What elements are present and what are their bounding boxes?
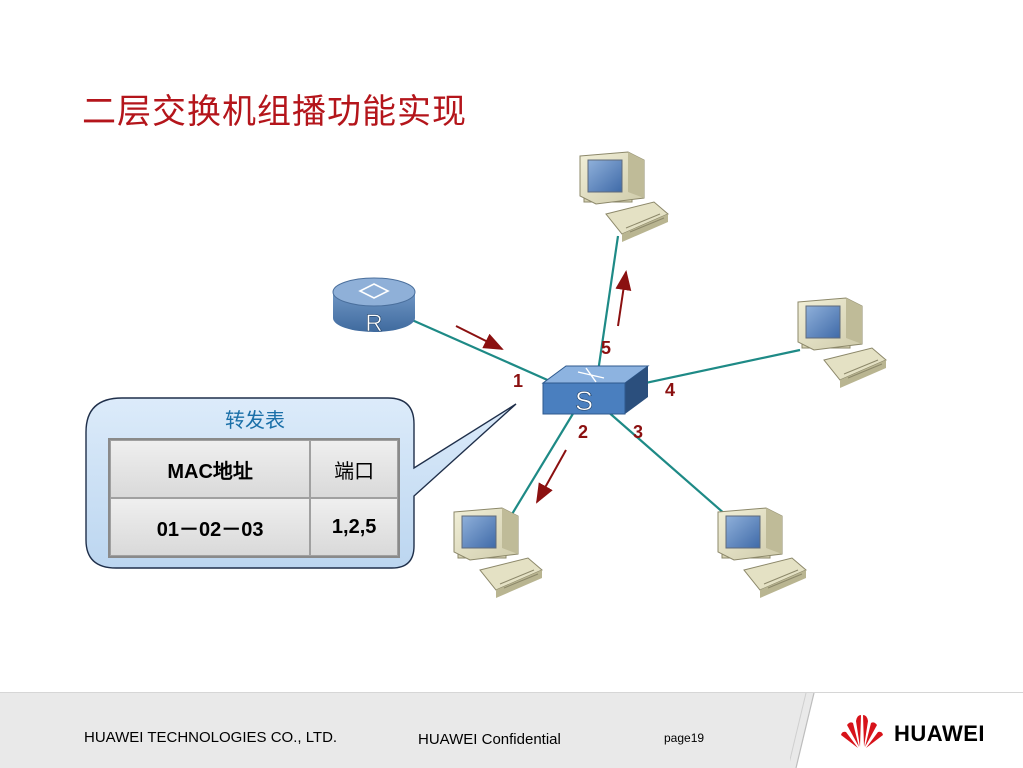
network-diagram: R S 1 2 3 4 5	[85, 151, 887, 599]
computer-icon	[579, 151, 669, 243]
confidential-label: HUAWEI Confidential	[418, 731, 561, 748]
header-port: 端口	[310, 440, 398, 498]
port-label-5: 5	[601, 338, 611, 358]
port-label-2: 2	[578, 422, 588, 442]
arrow-switch-to-pc-top	[615, 270, 632, 327]
huawei-logo-icon	[841, 715, 883, 748]
switch: S	[541, 365, 650, 416]
page-number: page19	[664, 731, 705, 745]
computer-icon	[797, 297, 887, 389]
router: R	[332, 277, 416, 337]
network-links	[411, 235, 801, 525]
link-switch-pc-bottom-right	[605, 409, 735, 523]
cell-mac-address: 01－02－03	[110, 498, 311, 556]
header-mac-address: MAC地址	[110, 440, 311, 498]
router-icon	[332, 277, 416, 332]
footer: HUAWEI TECHNOLOGIES CO., LTD. HUAWEI Con…	[0, 692, 1023, 768]
port-label-4: 4	[665, 380, 675, 400]
brand-name: HUAWEI	[894, 721, 985, 746]
forwarding-table: MAC地址 端口 01－02－03 1,2,5	[108, 438, 400, 558]
link-switch-pc-top	[596, 235, 620, 373]
port-label-3: 3	[633, 422, 643, 442]
link-switch-pc-bottom-left	[505, 411, 575, 525]
cell-ports: 1,2,5	[310, 498, 398, 556]
brand-panel	[790, 693, 1023, 768]
switch-label: S	[575, 386, 593, 416]
company-name: HUAWEI TECHNOLOGIES CO., LTD.	[84, 729, 338, 746]
forwarding-table-title: 转发表	[225, 408, 285, 432]
arrow-switch-to-pc-bottom-left	[536, 449, 567, 504]
table-row: 01－02－03 1,2,5	[110, 498, 398, 556]
link-switch-pc-right	[621, 348, 801, 390]
arrow-router-to-switch	[455, 325, 504, 350]
computer-icon	[717, 507, 807, 599]
port-label-1: 1	[513, 371, 523, 391]
traffic-arrows	[455, 270, 632, 504]
link-router-switch	[411, 318, 553, 384]
switch-icon	[541, 365, 650, 415]
computer-icon	[453, 507, 543, 599]
router-label: R	[365, 310, 382, 337]
table-header-row: MAC地址 端口	[110, 440, 398, 498]
slide-title: 二层交换机组播功能实现	[82, 92, 467, 132]
